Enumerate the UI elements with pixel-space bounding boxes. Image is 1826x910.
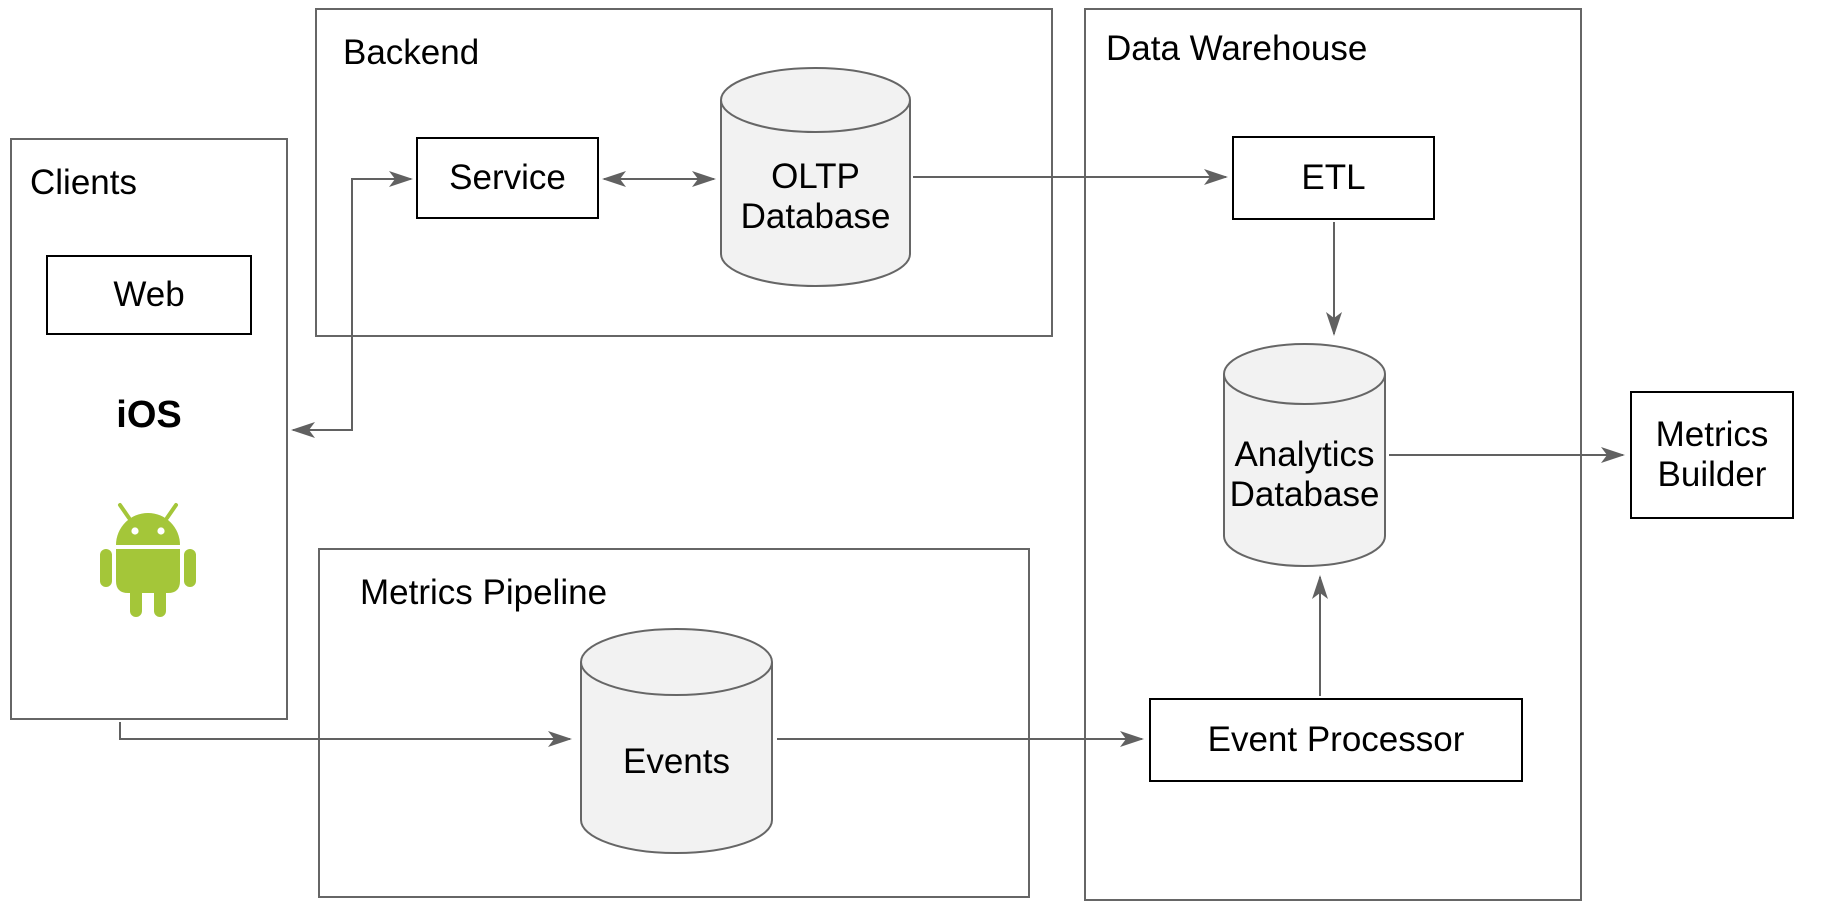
container-data-warehouse: Data Warehouse ETL Analytics Database Ev… [1084,8,1582,901]
container-clients: Clients Web iOS [10,138,288,720]
cylinder-analytics-database: Analytics Database [1222,342,1387,568]
clients-label: Clients [30,163,137,202]
data-warehouse-label: Data Warehouse [1106,29,1368,68]
ios-label: iOS [116,394,182,436]
android-robot-icon [100,503,196,617]
event-processor-label: Event Processor [1207,720,1465,759]
analytics-database-label: Analytics Database [1229,435,1380,514]
events-label: Events [623,742,730,781]
metrics-builder-label: Metrics Builder [1655,415,1769,494]
backend-label: Backend [343,33,480,72]
container-backend: Backend Service OLTP Database [315,8,1053,337]
node-service: Service [416,137,599,219]
node-etl: ETL [1232,136,1435,220]
metrics-pipeline-label: Metrics Pipeline [360,573,608,612]
service-label: Service [449,158,566,197]
node-metrics-builder: Metrics Builder [1630,391,1794,519]
node-web: Web [46,255,252,335]
cylinder-events: Events [579,627,774,855]
etl-label: ETL [1301,158,1366,197]
container-metrics-pipeline: Metrics Pipeline Events [318,548,1030,898]
node-event-processor: Event Processor [1149,698,1523,782]
cylinder-oltp-database: OLTP Database [719,66,912,288]
web-label: Web [113,275,185,314]
oltp-database-label: OLTP Database [740,157,891,236]
